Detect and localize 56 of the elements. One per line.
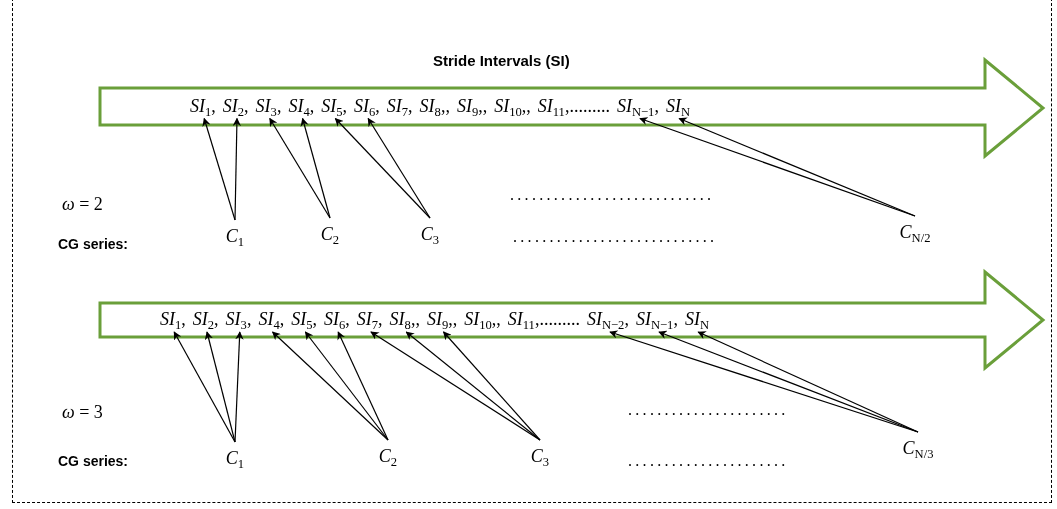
- sequence-term: SI$_{8}$,,: [419, 95, 450, 116]
- arrow: [367, 117, 431, 219]
- group-label: C$_{3}$: [410, 218, 450, 244]
- sequence-term: SI$_{3}$,: [225, 309, 252, 329]
- sequence-term: SI$_{9}$,,: [426, 309, 458, 329]
- arrow: [300, 117, 331, 219]
- sequence-term: SI$_{11}$,.........: [537, 95, 610, 116]
- sequence-term: SI$_{2}$,: [192, 309, 219, 329]
- sequence-term: SI$_{11}$,.........: [507, 309, 580, 329]
- ellipsis-dots: ......................: [628, 452, 789, 470]
- sequence-term: SI$_{9}$,,: [456, 95, 488, 116]
- arrow: [234, 331, 244, 443]
- sequence-term: SI$_{N}$: [684, 309, 709, 329]
- arrow: [697, 331, 919, 433]
- sequence-term: SI$_{N}$: [665, 95, 690, 116]
- sequence-term: SI$_{2}$,: [222, 95, 249, 116]
- omega-label: ω = 2: [62, 194, 103, 215]
- sequence-term: SI$_{N−1}$,: [635, 309, 678, 329]
- sequence-term: SI$_{4}$,: [258, 309, 285, 329]
- arrow: [173, 331, 236, 443]
- sequence-term: SI$_{N−2}$,: [586, 309, 629, 329]
- group-label: C$_{2}$: [310, 218, 350, 244]
- sequence-term: SI$_{5}$,: [321, 95, 347, 116]
- arrow: [304, 331, 389, 441]
- ellipsis-dots: ............................: [513, 228, 718, 246]
- omega-label: ω = 3: [62, 402, 103, 423]
- series-label: CG series:: [58, 236, 129, 252]
- sequence-term: SI$_{1}$,: [190, 95, 216, 116]
- sequence-term: SI$_{6}$,: [354, 95, 380, 116]
- arrow: [337, 331, 389, 441]
- sequence-term: SI$_{N−1}$,: [616, 95, 659, 116]
- series-label: CG series:: [58, 453, 129, 469]
- group-label: C$_{2}$: [368, 440, 408, 466]
- arrow: [269, 117, 331, 219]
- group-label: C$_{1}$: [215, 442, 255, 468]
- arrow: [405, 331, 541, 441]
- ellipsis-dots: ............................: [510, 186, 715, 204]
- group-label: C$_{1}$: [215, 220, 255, 246]
- arrow: [442, 331, 541, 441]
- group-label: C$_{N/3}$: [893, 432, 943, 458]
- arrow: [232, 117, 242, 221]
- diagram-title: Stride Intervals (SI): [433, 52, 570, 69]
- sequence-term: SI$_{10}$,,: [494, 95, 531, 116]
- sequence-term: SI$_{6}$,: [324, 309, 350, 329]
- group-label: C$_{N/2}$: [890, 216, 940, 242]
- sequence-term: SI$_{7}$,: [386, 95, 413, 116]
- sequence-term: SI$_{8}$,,: [389, 309, 420, 329]
- group-label: C$_{3}$: [520, 440, 560, 466]
- sequence-term: SI$_{4}$,: [288, 95, 315, 116]
- sequence-term: SI$_{5}$,: [291, 309, 317, 329]
- sequence-term: SI$_{1}$,: [160, 309, 186, 329]
- arrow: [334, 117, 431, 219]
- sequence-term: SI$_{10}$,,: [464, 309, 501, 329]
- sequence-term: SI$_{3}$,: [255, 95, 282, 116]
- ellipsis-dots: ......................: [628, 401, 789, 419]
- sequence-term: SI$_{7}$,: [356, 309, 383, 329]
